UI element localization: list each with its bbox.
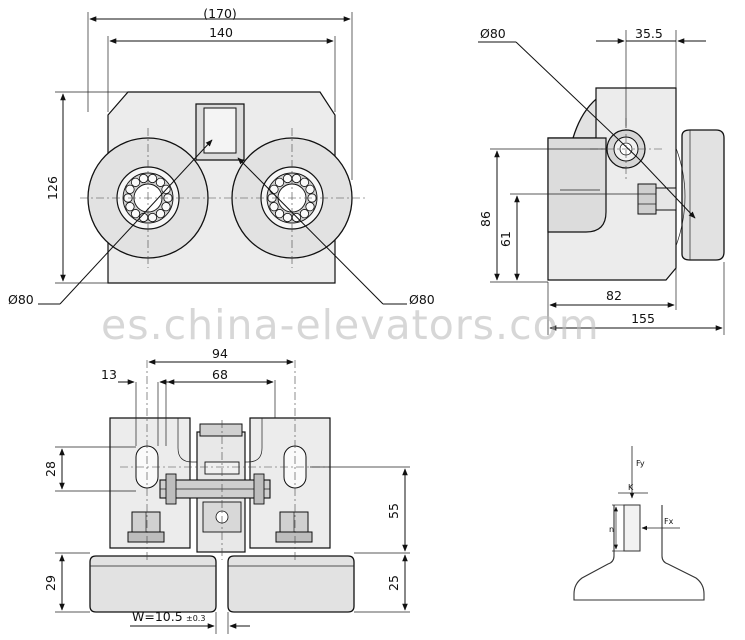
fy-label: Fy — [636, 459, 645, 468]
side-dia-label: Ø80 — [480, 26, 506, 41]
dim-170-label: (170) — [203, 6, 237, 21]
n-label: n — [609, 525, 614, 534]
dia-left-label: Ø80 — [8, 292, 34, 307]
rail-tolerance-label: ±0.3 — [186, 614, 205, 623]
dim-68-label: 68 — [212, 367, 228, 382]
bearing-roller — [155, 177, 166, 187]
bearing-roller — [269, 202, 279, 212]
bearing-roller — [282, 212, 293, 223]
dim-86-label: 86 — [478, 211, 493, 227]
dim-140-label: 140 — [209, 25, 233, 40]
dim-61-label: 61 — [498, 231, 513, 247]
bearing-roller — [274, 209, 285, 219]
bottom-right-nut — [275, 511, 313, 543]
dim-28-label: 28 — [43, 461, 58, 477]
bearing-roller — [282, 173, 293, 184]
dim-126-label: 126 — [45, 176, 60, 200]
bearing-roller — [125, 202, 135, 212]
dim-155-label: 155 — [631, 311, 655, 326]
dim-29-label: 29 — [43, 575, 58, 591]
bearing-roller — [125, 184, 135, 194]
side-view: Ø80 35.5 86 61 82 155 — [478, 26, 725, 335]
bearing-roller — [147, 212, 158, 223]
watermark: es.china-elevators.com — [101, 301, 600, 349]
bearing-roller — [299, 177, 310, 187]
bearing-roller — [147, 173, 158, 184]
dim-82-label: 82 — [606, 288, 622, 303]
bearing-roller — [130, 177, 141, 187]
dia-right-label: Ø80 — [409, 292, 435, 307]
bearing-roller — [155, 209, 166, 219]
bottom-view: 94 13 68 28 55 29 25 W=10.5 ±0.3 — [43, 346, 410, 634]
fx-label: Fx — [664, 517, 674, 526]
dim-94-label: 94 — [212, 346, 228, 361]
bearing-roller — [274, 177, 285, 187]
side-lower-block — [547, 137, 607, 233]
bearing-roller — [305, 184, 315, 194]
bottom-left-nut — [127, 511, 165, 543]
front-view: (170) 140 126 Ø80 Ø80 — [8, 6, 435, 307]
rail-head — [623, 504, 641, 552]
rail-profile — [573, 505, 705, 601]
bearing-roller — [130, 209, 141, 219]
bottom-right-wheel — [227, 555, 355, 613]
side-right-wheel — [681, 129, 725, 261]
bearing-roller — [269, 184, 279, 194]
dim-55-label: 55 — [386, 503, 401, 519]
bearing-roller — [138, 173, 149, 184]
bearing-roller — [305, 202, 315, 212]
bearing-roller — [161, 202, 171, 212]
k-label: K — [628, 483, 634, 492]
dim-13-label: 13 — [101, 367, 117, 382]
bottom-left-wheel — [89, 555, 217, 613]
rail-load-diagram: Fy Fx K n — [569, 432, 739, 634]
bearing-roller — [291, 173, 302, 184]
rail-width-label: W=10.5 — [132, 609, 183, 624]
bearing-roller — [299, 209, 310, 219]
side-nut — [637, 183, 657, 215]
dim-25-label: 25 — [386, 575, 401, 591]
front-boss-slot — [203, 107, 237, 154]
dim-35-5-label: 35.5 — [635, 26, 663, 41]
